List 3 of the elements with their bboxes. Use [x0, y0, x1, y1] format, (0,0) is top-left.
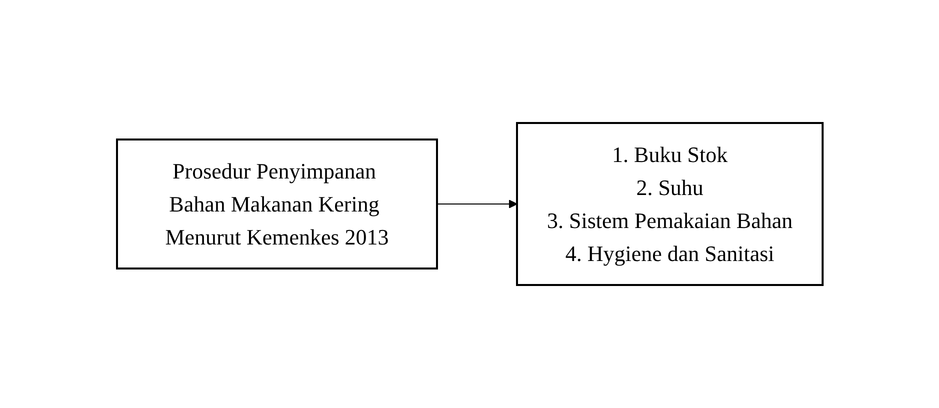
node-box: 1. Buku Stok 2. Suhu 3. Sistem Pemakaian Bahan 4. Hygiene dan Sanitasi	[516, 122, 824, 286]
node-box: Prosedur Penyimpanan Bahan Makanan Kering Menurut Kemenkes 2013	[116, 138, 438, 270]
arrow	[436, 200, 518, 208]
